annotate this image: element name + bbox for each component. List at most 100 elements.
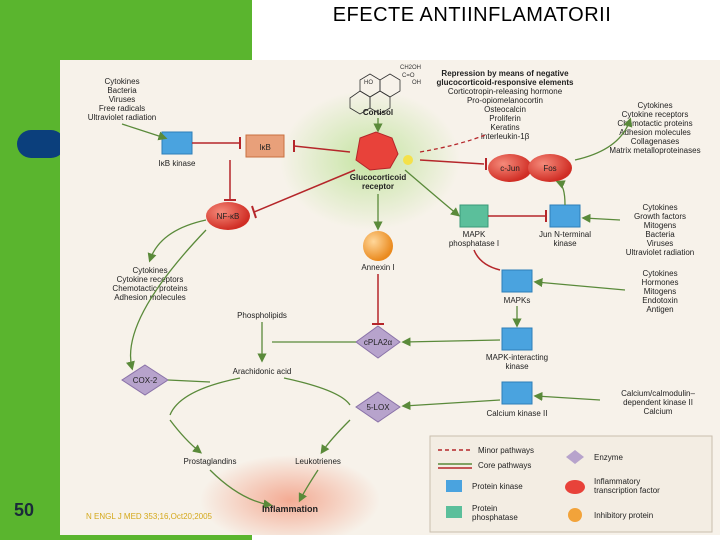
cpla2-label: cPLA2α bbox=[364, 338, 393, 347]
jnk-box bbox=[549, 204, 581, 228]
glucocorticoid-receptor-shape bbox=[355, 131, 399, 171]
list-item: Interleukin-1β bbox=[481, 132, 530, 141]
legend-inhibitory-swatch bbox=[568, 508, 582, 522]
fos-label: Fos bbox=[543, 164, 556, 173]
svg-text:kinase: kinase bbox=[505, 362, 529, 371]
list-item: Cytokines bbox=[104, 77, 139, 86]
svg-text:Cytokines: Cytokines bbox=[642, 269, 677, 278]
nf-kb-label: NF-κB bbox=[217, 212, 240, 221]
list-item: Corticotropin-releasing hormone bbox=[448, 87, 563, 96]
svg-text:Matrix metalloproteinases: Matrix metalloproteinases bbox=[609, 146, 700, 155]
path-line bbox=[167, 379, 211, 383]
stimuli-list: Cytokines Bacteria Viruses Free radicals… bbox=[88, 77, 156, 122]
blue-tab-decoration bbox=[17, 130, 65, 158]
svg-text:Collagenases: Collagenases bbox=[631, 137, 679, 146]
list-item: Keratins bbox=[490, 123, 519, 132]
svg-text:MAPK: MAPK bbox=[463, 230, 486, 239]
arrow bbox=[147, 219, 207, 263]
svg-text:Cytokine receptors: Cytokine receptors bbox=[622, 110, 689, 119]
list-item: Bacteria bbox=[107, 86, 137, 95]
svg-text:Endotoxin: Endotoxin bbox=[642, 296, 678, 305]
calcium-kinase-label: Calcium kinase II bbox=[487, 409, 548, 418]
svg-text:phosphatase: phosphatase bbox=[472, 513, 518, 522]
svg-text:Inflammatory: Inflammatory bbox=[594, 477, 640, 486]
cortisol-molecule bbox=[349, 73, 401, 115]
slide-number: 50 bbox=[14, 500, 35, 520]
arrow bbox=[320, 419, 351, 455]
arrow bbox=[298, 469, 319, 503]
arrow bbox=[401, 337, 501, 347]
svg-text:Calcium: Calcium bbox=[644, 407, 673, 416]
inhibition-bar bbox=[251, 205, 257, 219]
mapk-interacting-label: MAPK-interacting kinase bbox=[486, 353, 548, 371]
list-item: Osteocalcin bbox=[484, 105, 526, 114]
arrow bbox=[169, 419, 203, 454]
mapk-interacting-kinase-box bbox=[501, 327, 533, 351]
path-line bbox=[283, 377, 351, 406]
mapk-phosphatase-label: MAPK phosphatase I bbox=[449, 230, 499, 248]
legend-core-label: Core pathways bbox=[478, 461, 531, 470]
svg-text:Chemotactic proteins: Chemotactic proteins bbox=[112, 284, 187, 293]
cortisol-label: Cortisol bbox=[363, 108, 393, 117]
right-top-list: Cytokines Cytokine receptors Chemotactic… bbox=[609, 101, 700, 155]
nf-kb-ball bbox=[206, 202, 250, 230]
arrow bbox=[574, 117, 633, 161]
repression-block: Repression by means of negative glucocor… bbox=[437, 69, 574, 141]
legend-tf-swatch bbox=[565, 480, 585, 494]
minor-pathway-line bbox=[419, 134, 486, 153]
legend-minor-label: Minor pathways bbox=[478, 446, 534, 455]
arrow bbox=[121, 123, 168, 141]
svg-text:glucocorticoid-responsive elem: glucocorticoid-responsive elements bbox=[437, 78, 574, 87]
list-item: Free radicals bbox=[99, 104, 145, 113]
gr-to-cjun-line bbox=[419, 159, 485, 165]
svg-text:Bacteria: Bacteria bbox=[645, 230, 675, 239]
annexin-label: Annexin I bbox=[361, 263, 394, 272]
fos-ball bbox=[528, 154, 572, 182]
receptor-label: Glucocorticoid receptor bbox=[350, 173, 407, 191]
svg-text:Antigen: Antigen bbox=[646, 305, 673, 314]
ikb-box bbox=[245, 134, 285, 158]
legend-phosphatase-swatch bbox=[446, 506, 462, 518]
svg-text:Cytokines: Cytokines bbox=[132, 266, 167, 275]
svg-text:CH2OH: CH2OH bbox=[400, 65, 421, 71]
cortisol-formula: CH2OH C=O HO OH bbox=[364, 65, 421, 86]
c-jun-label: c-Jun bbox=[500, 164, 520, 173]
mapk-phosphatase-box bbox=[459, 204, 489, 228]
arrow bbox=[581, 213, 621, 223]
svg-text:Jun N-terminal: Jun N-terminal bbox=[539, 230, 591, 239]
svg-text:Calcium/calmodulin–: Calcium/calmodulin– bbox=[621, 389, 695, 398]
legend-kinase-swatch bbox=[446, 480, 462, 492]
legend: Minor pathways Core pathways Protein kin… bbox=[429, 435, 713, 533]
leukotrienes-label: Leukotrienes bbox=[295, 457, 341, 466]
svg-text:Adhesion molecules: Adhesion molecules bbox=[619, 128, 691, 137]
legend-kinase-label: Protein kinase bbox=[472, 482, 523, 491]
calcium-kinase-box bbox=[501, 381, 533, 405]
arrow bbox=[126, 229, 207, 371]
jnk-label: Jun N-terminal kinase bbox=[539, 230, 591, 248]
arachidonic-label: Arachidonic acid bbox=[233, 367, 292, 376]
svg-text:Cytokine receptors: Cytokine receptors bbox=[117, 275, 184, 284]
slide-title: EFECTE ANTIINFLAMATORII bbox=[332, 4, 612, 26]
legend-enzyme-label: Enzyme bbox=[594, 453, 623, 462]
svg-text:C=O: C=O bbox=[402, 73, 415, 79]
svg-text:Chemotactic proteins: Chemotactic proteins bbox=[617, 119, 692, 128]
ikb-label: IκB bbox=[259, 143, 271, 152]
annexin-ball bbox=[363, 231, 393, 261]
svg-text:Cytokines: Cytokines bbox=[642, 203, 677, 212]
receptor-ligand bbox=[403, 155, 413, 165]
svg-text:Mitogens: Mitogens bbox=[644, 221, 676, 230]
svg-text:Cytokines: Cytokines bbox=[637, 101, 672, 110]
svg-text:MAPK-interacting: MAPK-interacting bbox=[486, 353, 548, 362]
cox2-diamond bbox=[121, 364, 169, 396]
ikb-kinase-label: IκB kinase bbox=[159, 159, 196, 168]
gr-to-ikb-line bbox=[293, 145, 351, 153]
phosphatase-to-mapk-line bbox=[473, 249, 501, 271]
cox2-label: COX-2 bbox=[133, 376, 158, 385]
list-item: Viruses bbox=[109, 95, 136, 104]
svg-text:phosphatase I: phosphatase I bbox=[449, 239, 499, 248]
mapks-label: MAPKs bbox=[504, 296, 531, 305]
calcium-calmodulin-label: Calcium/calmodulin– dependent kinase II … bbox=[621, 389, 695, 416]
svg-text:OH: OH bbox=[412, 80, 421, 86]
list-item: Ultraviolet radiation bbox=[88, 113, 156, 122]
arrow bbox=[404, 169, 460, 217]
